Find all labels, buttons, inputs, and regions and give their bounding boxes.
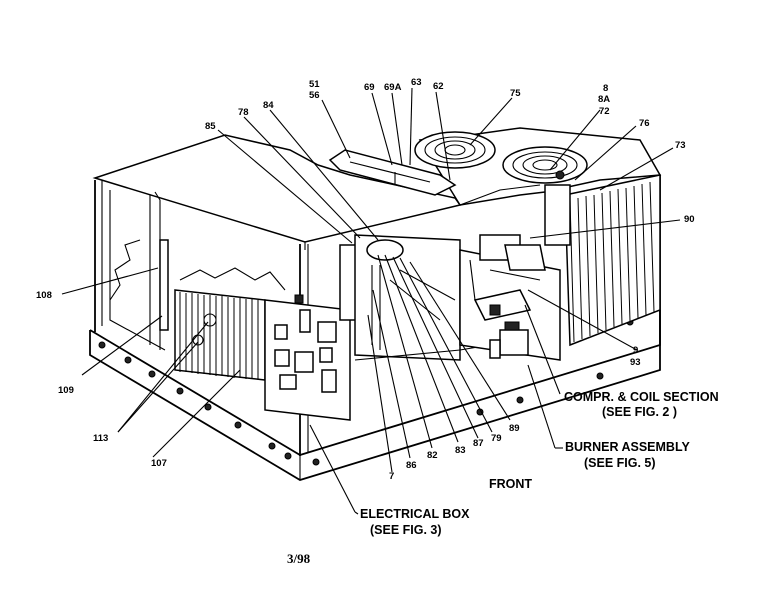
compr-coil-callout-line1: COMPR. & COIL SECTION [564, 390, 719, 404]
label-85: 85 [205, 121, 216, 132]
condenser-coil [544, 174, 661, 347]
compr-coil-callout-line2: (SEE FIG. 2 ) [602, 405, 677, 419]
label-78: 78 [238, 107, 249, 118]
footer-date: 3/98 [287, 551, 311, 566]
label-7: 7 [389, 471, 394, 482]
label-87: 87 [473, 438, 484, 449]
label-107: 107 [151, 458, 167, 469]
label-109: 109 [58, 385, 74, 396]
label-93: 93 [630, 357, 641, 368]
label-69: 69 [364, 82, 375, 93]
label-82: 82 [427, 450, 438, 461]
label-56: 56 [309, 90, 320, 101]
condenser-fan-grills [328, 131, 588, 196]
label-89: 89 [509, 423, 520, 434]
label-113: 113 [93, 433, 108, 444]
section-callouts: COMPR. & COIL SECTION (SEE FIG. 2 ) BURN… [354, 390, 719, 537]
label-73: 73 [675, 140, 686, 151]
label-8: 8 [603, 83, 608, 94]
heat-exchanger-coil [159, 239, 266, 381]
label-75: 75 [510, 88, 521, 99]
label-90: 90 [684, 214, 695, 225]
label-79: 79 [491, 433, 502, 444]
label-9: 9 [633, 345, 638, 356]
electrical-box [264, 244, 361, 421]
label-83: 83 [455, 445, 466, 456]
label-62: 62 [433, 81, 444, 92]
compressor-burner-section [459, 234, 561, 361]
label-108: 108 [36, 290, 52, 301]
part-number-labels: 51 56 69 69A 63 62 75 8 8A 72 76 73 78 8… [36, 77, 695, 482]
label-76: 76 [639, 118, 650, 129]
label-8a: 8A [598, 94, 610, 105]
leader-lines [61, 87, 681, 513]
label-86: 86 [406, 460, 417, 471]
label-51: 51 [309, 79, 320, 90]
label-84: 84 [263, 100, 274, 111]
burner-callout-line1: BURNER ASSEMBLY [565, 440, 690, 454]
electrical-callout-line1: ELECTRICAL BOX [360, 507, 470, 521]
burner-callout-line2: (SEE FIG. 5) [584, 456, 656, 470]
front-label: FRONT [489, 477, 532, 491]
label-72: 72 [599, 106, 610, 117]
label-69a: 69A [384, 82, 402, 93]
electrical-callout-line2: (SEE FIG. 3) [370, 523, 442, 537]
label-63: 63 [411, 77, 422, 88]
